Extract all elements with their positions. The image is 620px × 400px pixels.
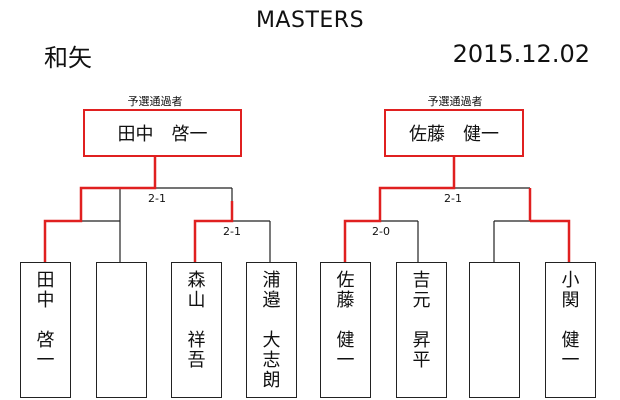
player-card-empty xyxy=(96,262,147,398)
player-card: 小 関 健 一 xyxy=(545,262,596,398)
pool-winner-name: 田中 啓一 xyxy=(117,124,208,145)
player-name-char: 浦 xyxy=(262,270,281,291)
winner-path xyxy=(343,157,456,262)
player-name-char: 祥 xyxy=(187,330,206,351)
winner-path xyxy=(530,219,571,262)
player-card: 浦 邉 大 志 朗 xyxy=(246,262,297,398)
page-title: MASTERS xyxy=(255,8,365,33)
player-card-empty xyxy=(469,262,520,398)
player-name-char: 健 xyxy=(561,330,580,351)
player-name-char: 健 xyxy=(336,330,355,351)
player-name-char: 中 xyxy=(36,290,55,311)
match-score: 2-0 xyxy=(372,225,390,238)
player-name-char: 昇 xyxy=(412,330,431,351)
match-score: 2-1 xyxy=(444,192,462,205)
player-name-char: 啓 xyxy=(36,330,55,351)
date-label: 2015.12.02 xyxy=(452,40,590,68)
match-score: 2-1 xyxy=(223,225,241,238)
pool-caption: 予選通過者 xyxy=(127,95,183,108)
player-name-char: 朗 xyxy=(262,370,281,391)
player-name-char: 一 xyxy=(36,350,55,371)
player-name-char: 佐 xyxy=(336,270,355,291)
match-score: 2-1 xyxy=(148,192,166,205)
player-card: 田 中 啓 一 xyxy=(20,262,71,398)
player-name-char: 藤 xyxy=(336,290,355,311)
pool-winner-name: 佐藤 健一 xyxy=(409,124,499,145)
winner-path xyxy=(193,201,234,262)
player-name-char: 森 xyxy=(187,270,206,291)
pool-winner-box: 田中 啓一 xyxy=(83,109,242,157)
player-name-char: 小 xyxy=(561,270,580,291)
player-card: 吉 元 昇 平 xyxy=(396,262,447,398)
pool-caption: 予選通過者 xyxy=(427,95,483,108)
player-name-char: 志 xyxy=(262,350,281,371)
player-name-char: 元 xyxy=(412,290,431,311)
player-name-char: 山 xyxy=(187,290,206,311)
player-card: 森 山 祥 吾 xyxy=(171,262,222,398)
player-name-label: 和矢 xyxy=(44,44,92,72)
winner-path xyxy=(43,157,157,262)
player-name-char: 関 xyxy=(561,290,580,311)
player-name-char: 平 xyxy=(412,350,431,371)
player-name-char: 邉 xyxy=(262,290,281,311)
player-name-char: 吾 xyxy=(187,350,206,371)
player-name-char: 田 xyxy=(36,270,55,291)
player-name-char: 吉 xyxy=(412,270,431,291)
player-name-char: 一 xyxy=(561,350,580,371)
player-name-char: 一 xyxy=(336,350,355,371)
pool-winner-box: 佐藤 健一 xyxy=(384,109,524,157)
player-name-char: 大 xyxy=(262,330,281,351)
player-card: 佐 藤 健 一 xyxy=(320,262,371,398)
